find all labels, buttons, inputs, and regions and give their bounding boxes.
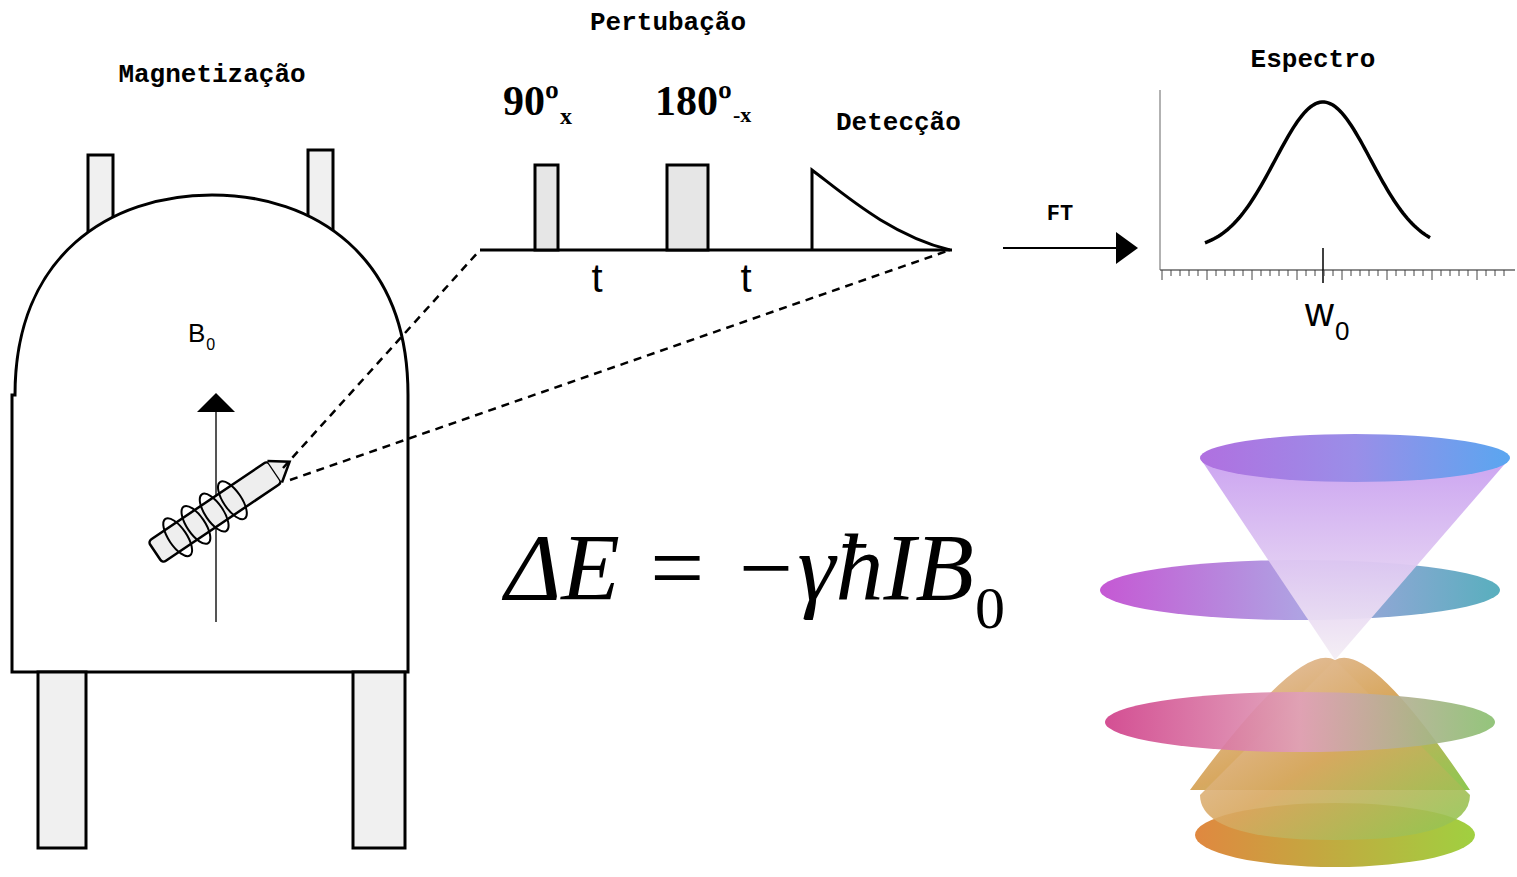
transform-label: FT xyxy=(1047,204,1073,226)
axis-tick xyxy=(1477,270,1478,280)
axis-tick xyxy=(1504,270,1505,276)
axis-tick xyxy=(1360,270,1361,276)
coil-winding xyxy=(176,502,216,549)
axis-tick xyxy=(1234,270,1235,276)
upper-cone xyxy=(1200,458,1510,660)
axis-tick xyxy=(1261,270,1262,276)
sample-coil xyxy=(143,443,302,570)
lower-disc xyxy=(1105,692,1495,752)
axis-tick xyxy=(1225,270,1226,276)
pulse-phase: -x xyxy=(733,104,751,126)
axis-tick xyxy=(1171,270,1172,276)
section-label: Pertubação xyxy=(590,10,746,36)
zoom-line xyxy=(290,250,950,480)
spectrum-peak xyxy=(1205,102,1430,243)
axis-tick xyxy=(1162,270,1163,280)
magnet xyxy=(12,150,408,848)
axis-tick xyxy=(1306,270,1307,276)
axis-tick xyxy=(1342,270,1343,280)
x-axis xyxy=(1160,269,1515,271)
axis-tick xyxy=(1180,270,1181,276)
axis-tick xyxy=(1288,270,1289,276)
axis-tick xyxy=(1333,270,1334,276)
delay-label: t xyxy=(740,258,751,298)
subscript: 0 xyxy=(1335,318,1349,344)
spectrum-plot xyxy=(1160,90,1515,283)
axis-tick xyxy=(1495,270,1496,276)
coil-winding xyxy=(213,477,253,524)
axis-tick xyxy=(1423,270,1424,276)
axis-tick xyxy=(1450,270,1451,276)
y-axis xyxy=(1159,90,1161,270)
energy-cones xyxy=(1100,434,1510,867)
fid-signal xyxy=(812,170,950,250)
axis-tick xyxy=(1396,270,1397,276)
coil-winding xyxy=(194,489,234,536)
axis-tick xyxy=(1315,270,1316,276)
axis-tick xyxy=(1351,270,1352,276)
axis-tick xyxy=(1441,270,1442,276)
field-symbol: B xyxy=(188,320,205,346)
axis-tick xyxy=(1414,270,1415,276)
axis-tick xyxy=(1243,270,1244,276)
pulse-phase: x xyxy=(560,104,572,128)
axis-tick xyxy=(1486,270,1487,276)
center-tick xyxy=(1322,248,1324,283)
magnet-leg xyxy=(38,672,86,848)
axis-tick xyxy=(1198,270,1199,276)
ft-arrow xyxy=(1003,247,1120,249)
axis-tick xyxy=(1387,270,1388,280)
pulse-angle: 180º xyxy=(655,80,732,122)
axis-tick xyxy=(1216,270,1217,276)
axis-tick xyxy=(1459,270,1460,276)
ft-arrowhead xyxy=(1116,232,1138,264)
axis-tick xyxy=(1270,270,1271,276)
sample-tube xyxy=(148,461,282,563)
axis-tick xyxy=(1324,270,1325,276)
axis-tick xyxy=(1189,270,1190,276)
axis-tick xyxy=(1468,270,1469,276)
upper-cone-rim xyxy=(1200,434,1510,482)
section-label: Espectro xyxy=(1251,47,1376,73)
section-label: Detecção xyxy=(836,110,961,136)
axis-tick xyxy=(1405,270,1406,276)
magnet-body xyxy=(12,195,408,672)
field-arrowhead xyxy=(197,393,235,412)
pulse-90 xyxy=(535,165,558,250)
axis-tick xyxy=(1432,270,1433,280)
zoom-line xyxy=(283,250,480,468)
axis-tick xyxy=(1279,270,1280,276)
axis-tick xyxy=(1378,270,1379,276)
axis-tick xyxy=(1252,270,1253,280)
sample-tip xyxy=(267,451,296,483)
axis-tick xyxy=(1297,270,1298,280)
axis-tick xyxy=(1207,270,1208,280)
axis-tick xyxy=(1369,270,1370,276)
subscript: 0 xyxy=(206,337,215,353)
magnet-leg xyxy=(353,672,405,848)
energy-equation: ΔE = −γħIB xyxy=(505,520,974,616)
coil-winding xyxy=(158,514,198,561)
pulse-180 xyxy=(667,165,708,250)
subscript: 0 xyxy=(975,578,1005,638)
frequency-symbol: w xyxy=(1305,292,1334,332)
pulse-sequence xyxy=(480,165,952,250)
delay-label: t xyxy=(591,258,602,298)
pulse-angle: 90º xyxy=(503,80,559,122)
section-label: Magnetização xyxy=(118,62,305,88)
